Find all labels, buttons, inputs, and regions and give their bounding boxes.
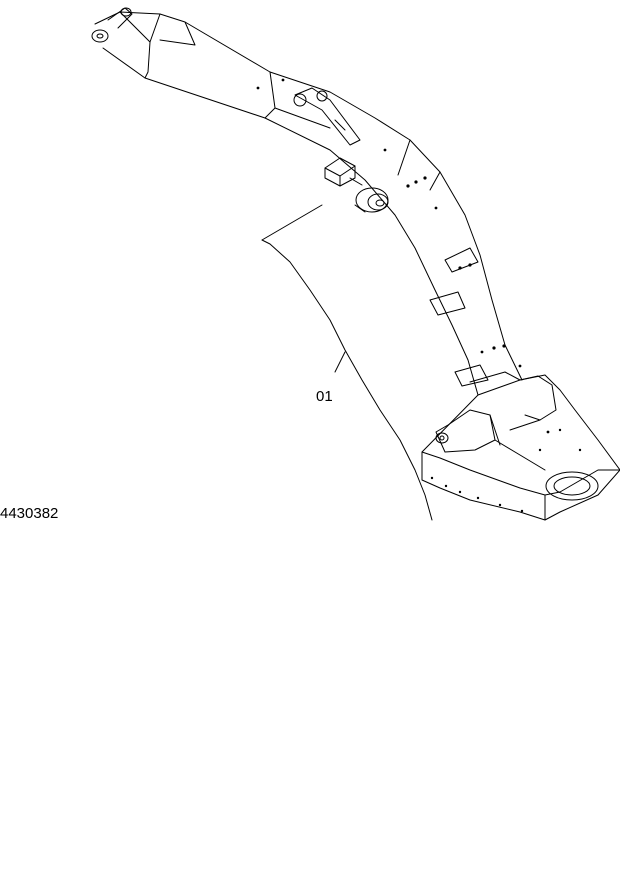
callout-label: 01	[316, 388, 333, 405]
bolt-holes	[256, 78, 582, 513]
base-frame	[421, 374, 620, 521]
sensor-box	[324, 157, 363, 187]
pin-boss	[354, 187, 389, 213]
boom-tip-pin	[91, 7, 133, 43]
part-number: 4430382	[0, 505, 58, 522]
cylinder-bracket	[293, 87, 361, 146]
leader-line	[261, 204, 433, 521]
boom-arm-outline	[94, 11, 523, 396]
